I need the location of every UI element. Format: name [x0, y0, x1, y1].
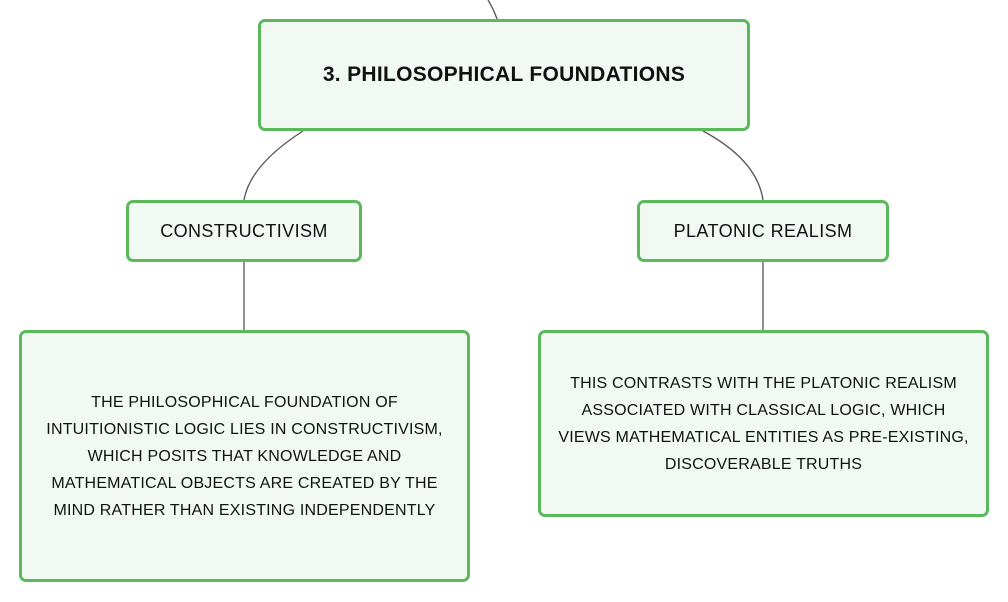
- platonic-realism-detail-text: THIS CONTRASTS WITH THE PLATONIC REALISM…: [558, 374, 969, 473]
- constructivism-detail-text: THE PHILOSOPHICAL FOUNDATION OF INTUITIO…: [46, 393, 443, 519]
- constructivism-node[interactable]: CONSTRUCTIVISM: [126, 200, 362, 262]
- connector-incoming: [487, 0, 498, 20]
- root-node-label: 3. PHILOSOPHICAL FOUNDATIONS: [322, 63, 686, 86]
- platonic-realism-detail-node[interactable]: THIS CONTRASTS WITH THE PLATONIC REALISM…: [538, 330, 989, 517]
- connector-root-to-constructivism: [243, 130, 304, 201]
- constructivism-detail-node[interactable]: THE PHILOSOPHICAL FOUNDATION OF INTUITIO…: [19, 330, 470, 582]
- root-node[interactable]: 3. PHILOSOPHICAL FOUNDATIONS: [258, 19, 750, 131]
- connector-root-to-platonic-realism: [702, 130, 764, 201]
- platonic-realism-node-label: PLATONIC REALISM: [673, 220, 853, 241]
- constructivism-node-label: CONSTRUCTIVISM: [160, 220, 328, 241]
- platonic-realism-node[interactable]: PLATONIC REALISM: [637, 200, 889, 262]
